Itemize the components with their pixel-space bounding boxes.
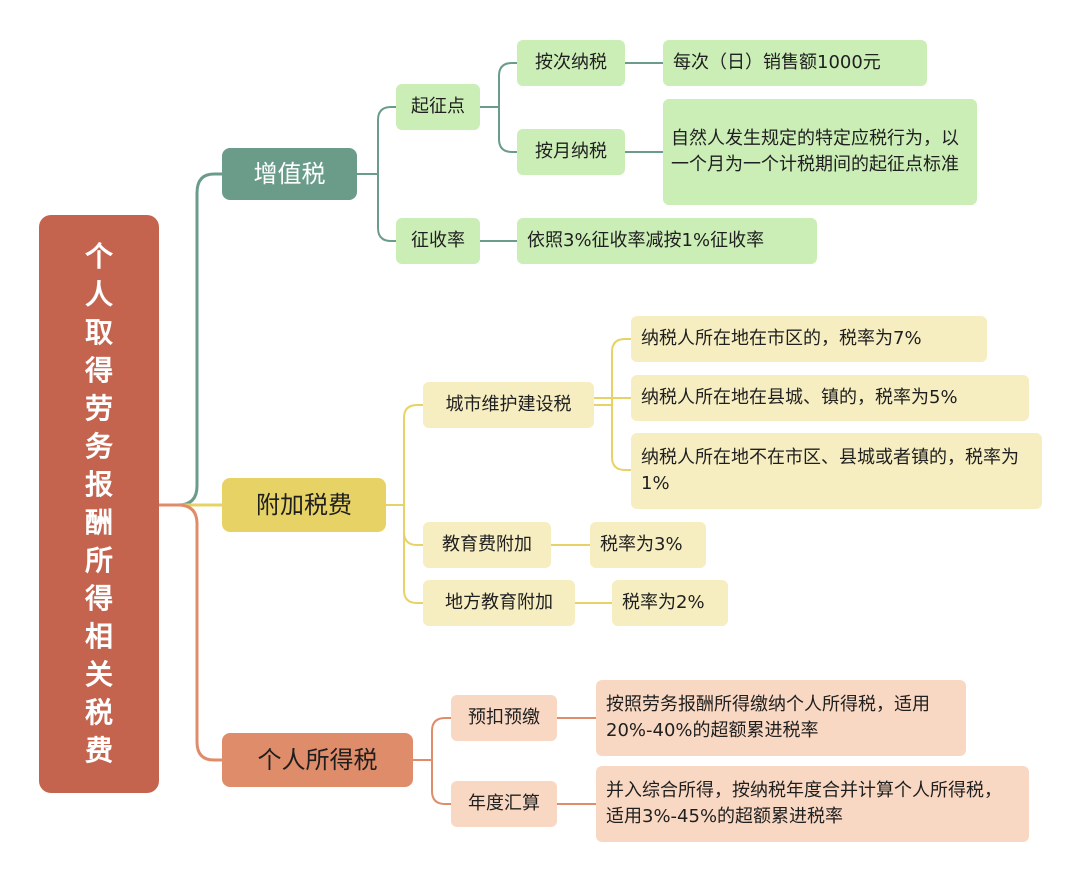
link-iit-annual <box>431 760 451 805</box>
link-surcharge-local <box>403 532 423 604</box>
leaf-urban-item-3-text: 纳税人所在地不在市区、县城或者镇的，税率为1% <box>641 447 1019 494</box>
leaf-urban-item-3[interactable]: 纳税人所在地不在市区、县城或者镇的，税率为1% <box>631 433 1042 509</box>
subtopic-rate-label: 征收率 <box>411 230 465 251</box>
leaf-rate-detail[interactable]: 依照3%征收率减按1%征收率 <box>517 218 817 264</box>
topic-surcharge[interactable]: 附加税费 <box>222 478 386 532</box>
subtopic-per-time[interactable]: 按次纳税 <box>517 40 625 86</box>
link-threshold-permonth <box>498 107 517 153</box>
subtopic-prepay-label: 预扣预缴 <box>468 707 540 728</box>
root-title: 个人取得劳务报酬所得相关税费 <box>84 240 113 767</box>
topic-iit-label: 个人所得税 <box>257 746 378 774</box>
topic-vat-label: 增值税 <box>253 160 326 188</box>
link-iit-prepay <box>413 717 451 761</box>
leaf-annual-detail[interactable]: 并入综合所得，按纳税年度合并计算个人所得税，适用3%-45%的超额累进税率 <box>596 766 1029 842</box>
subtopic-per-time-label: 按次纳税 <box>535 52 607 73</box>
leaf-annual-text: 并入综合所得，按纳税年度合并计算个人所得税，适用3%-45%的超额累进税率 <box>606 780 1002 827</box>
topic-surcharge-label: 附加税费 <box>256 491 352 519</box>
leaf-per-month-text: 自然人发生规定的特定应税行为，以一个月为一个计税期间的起征点标准 <box>671 128 959 175</box>
subtopic-urban-tax[interactable]: 城市维护建设税 <box>423 382 594 428</box>
topic-iit[interactable]: 个人所得税 <box>222 733 413 787</box>
subtopic-education[interactable]: 教育费附加 <box>423 522 551 568</box>
leaf-urban-item-1[interactable]: 纳税人所在地在市区的，税率为7% <box>631 316 987 362</box>
subtopic-education-label: 教育费附加 <box>442 534 532 555</box>
link-threshold-pertime <box>480 62 517 108</box>
link-urban-item3 <box>611 405 631 471</box>
link-root-vat <box>159 172 222 507</box>
leaf-local-education-detail[interactable]: 税率为2% <box>612 580 728 626</box>
subtopic-local-education[interactable]: 地方教育附加 <box>423 580 575 626</box>
link-root-iit <box>159 503 222 762</box>
leaf-education-detail[interactable]: 税率为3% <box>590 522 706 568</box>
subtopic-threshold-label: 起征点 <box>411 96 465 117</box>
topic-vat[interactable]: 增值税 <box>222 148 357 200</box>
leaf-urban-item-1-text: 纳税人所在地在市区的，税率为7% <box>641 328 922 349</box>
link-vat-rate <box>377 174 396 242</box>
subtopic-local-education-label: 地方教育附加 <box>445 592 553 613</box>
leaf-per-month-detail[interactable]: 自然人发生规定的特定应税行为，以一个月为一个计税期间的起征点标准 <box>663 99 977 205</box>
link-surcharge-urban <box>386 404 423 506</box>
link-urban-item1 <box>594 338 631 406</box>
subtopic-per-month[interactable]: 按月纳税 <box>517 129 625 175</box>
leaf-rate-text: 依照3%征收率减按1%征收率 <box>527 230 765 251</box>
subtopic-annual-label: 年度汇算 <box>468 793 540 814</box>
leaf-prepay-detail[interactable]: 按照劳务报酬所得缴纳个人所得税，适用20%-40%的超额累进税率 <box>596 680 966 756</box>
leaf-education-text: 税率为3% <box>600 534 683 555</box>
subtopic-urban-tax-label: 城市维护建设税 <box>445 394 572 415</box>
leaf-per-time-detail[interactable]: 每次（日）销售额1000元 <box>663 40 927 86</box>
subtopic-rate[interactable]: 征收率 <box>396 218 480 264</box>
link-surcharge-education <box>403 505 423 546</box>
leaf-urban-item-2[interactable]: 纳税人所在地在县城、镇的，税率为5% <box>631 375 1029 421</box>
link-vat-threshold <box>357 106 396 175</box>
leaf-per-time-text: 每次（日）销售额1000元 <box>673 52 881 73</box>
root-topic[interactable]: 个人取得劳务报酬所得相关税费 <box>39 215 159 793</box>
leaf-urban-item-2-text: 纳税人所在地在县城、镇的，税率为5% <box>641 387 958 408</box>
subtopic-annual[interactable]: 年度汇算 <box>451 781 557 827</box>
subtopic-threshold[interactable]: 起征点 <box>396 84 480 130</box>
leaf-local-education-text: 税率为2% <box>622 592 705 613</box>
subtopic-per-month-label: 按月纳税 <box>535 141 607 162</box>
subtopic-prepay[interactable]: 预扣预缴 <box>451 695 557 741</box>
leaf-prepay-text: 按照劳务报酬所得缴纳个人所得税，适用20%-40%的超额累进税率 <box>606 694 930 741</box>
